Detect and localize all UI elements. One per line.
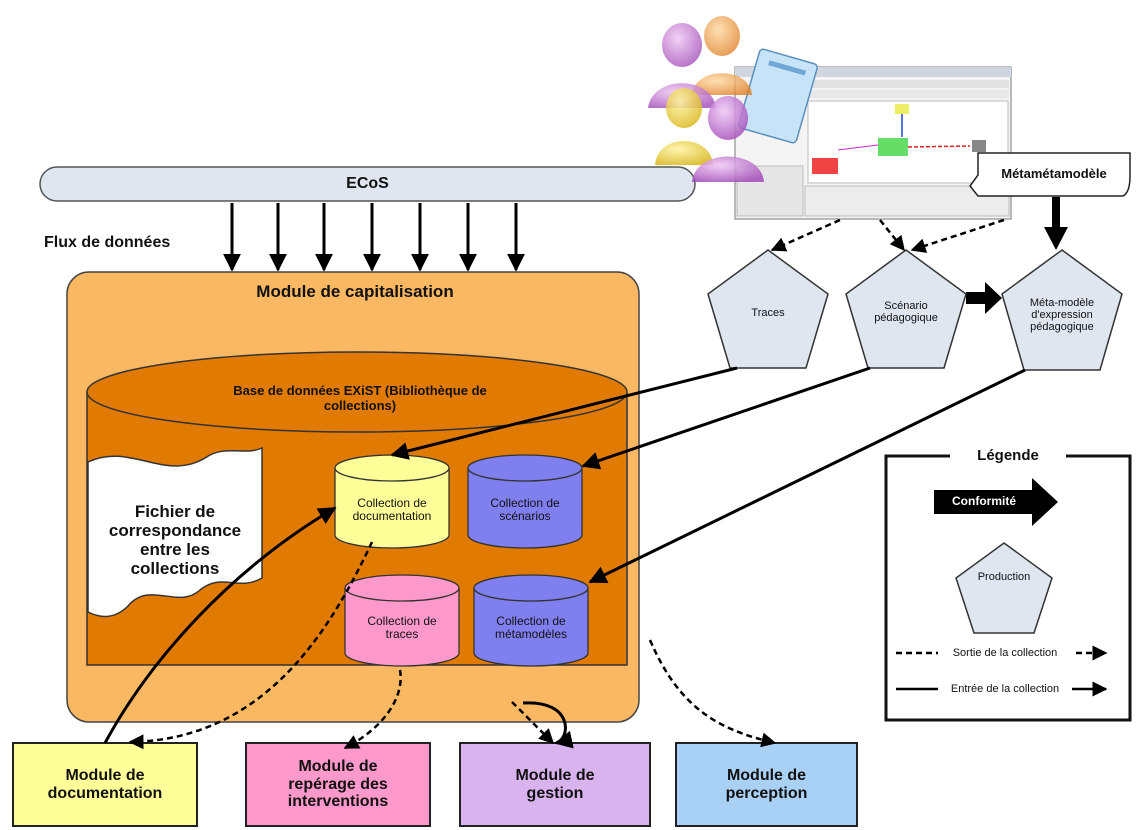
legend-entree-label: Entrée de la collection: [938, 680, 1072, 698]
collection-scenarios: [467, 454, 583, 549]
legend-pentagon: [955, 542, 1053, 634]
correspondence-file: [87, 446, 263, 618]
file-label: Fichier de correspondance entre les coll…: [108, 501, 242, 579]
collection-traces-label: Collection de traces: [367, 613, 437, 641]
conformity-arrows: [966, 197, 1068, 314]
ecos-bar: [39, 166, 696, 202]
editor-screenshot: [734, 66, 1012, 220]
collection-metamodeles: [473, 574, 589, 667]
metametamodele-box: [969, 152, 1131, 197]
module-documentation-label: Module de documentation: [47, 766, 163, 802]
legend-title: Légende: [977, 446, 1039, 464]
data-flow-arrows: [223, 203, 525, 272]
module-perception-label: Module de perception: [725, 766, 808, 802]
pentagon-metamodele: [1001, 249, 1123, 371]
pentagon-traces: [707, 249, 829, 369]
module-reperage: [245, 742, 431, 827]
collection-metamodeles-label: Collection de métamodèles: [494, 613, 568, 641]
module-arrows: [103, 506, 574, 749]
legend-conformity-label: Conformité: [952, 494, 1016, 509]
legend-production-label: Production: [977, 570, 1031, 583]
ecos-label: ECoS: [346, 175, 389, 193]
pentagon-scenario-label: Scénario pédagogique: [874, 299, 938, 324]
users-icon: [648, 16, 764, 182]
database-label: Base de données EXiST (Bibliothèque de c…: [233, 383, 487, 413]
flux-label: Flux de données: [44, 234, 171, 252]
module-reperage-label: Module de repérage des interventions: [287, 757, 389, 811]
collection-documentation-label: Collection de documentation: [352, 495, 432, 523]
legend-sortie-label: Sortie de la collection: [938, 644, 1072, 662]
collection-documentation: [334, 454, 450, 549]
module-gestion-label: Module de gestion: [515, 766, 595, 802]
metametamodele-label: Métamétamodèle: [1001, 166, 1107, 182]
pentagon-traces-label: Traces: [751, 306, 785, 319]
collection-traces: [344, 574, 460, 667]
module-gestion: [459, 742, 651, 827]
capitalisation-title: Module de capitalisation: [256, 282, 454, 302]
collection-scenarios-label: Collection de scénarios: [490, 495, 560, 523]
pentagon-metamodele-label: Méta-modèle d'expression pédagogique: [1029, 296, 1095, 334]
production-arrows: [770, 218, 1005, 253]
collection-input-arrows: [390, 366, 1026, 584]
module-perception: [675, 742, 858, 827]
module-documentation: [12, 742, 198, 827]
pentagon-scenario: [845, 249, 967, 369]
module-output-arrows: [128, 541, 777, 750]
legend-conformity-arrow: [934, 478, 1058, 526]
